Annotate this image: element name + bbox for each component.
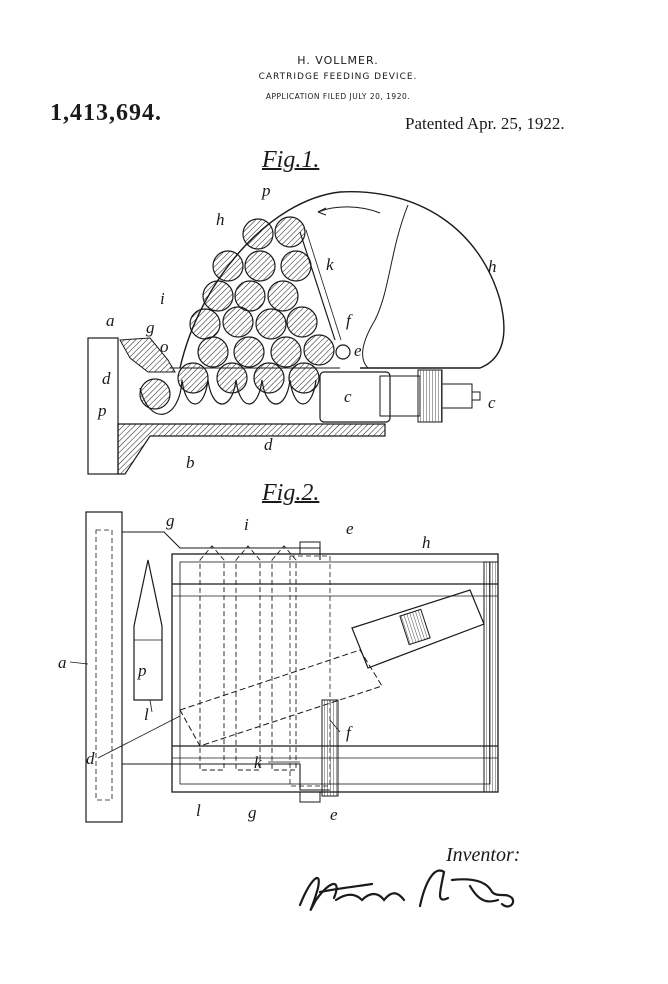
rotation-arrow <box>317 206 381 214</box>
ref-c: c <box>344 387 352 406</box>
cartridge-outline-3 <box>271 545 297 771</box>
ref-a2: a <box>58 653 67 672</box>
ref-a: a <box>106 311 115 330</box>
ref-h: h <box>216 210 225 229</box>
rail-g-bottom <box>122 763 330 791</box>
fig2-label: Fig.2. <box>262 480 320 506</box>
fig2-drawing <box>85 511 499 823</box>
ref-b: b <box>186 453 195 472</box>
fig1-label: Fig.1. <box>262 147 320 173</box>
support-a <box>87 337 119 475</box>
ref-k2: k <box>254 753 262 772</box>
ref-h3: h <box>422 533 431 552</box>
ref-g3: g <box>166 511 175 530</box>
fig2-reference-letters: g i e h a p l d f k l g e <box>58 511 431 824</box>
inventor-label: Inventor: <box>446 844 521 866</box>
fig2-leader-lines <box>69 661 341 763</box>
ref-d3: d <box>86 749 95 768</box>
pivot-e <box>335 344 351 360</box>
application-filed-date: APPLICATION FILED JULY 20, 1920. <box>265 92 411 101</box>
patent-date: Patented Apr. 25, 1922. <box>405 114 565 133</box>
housing-edge <box>362 204 409 369</box>
shaft-c <box>319 371 391 423</box>
ref-g4: g <box>248 803 257 822</box>
spring-k <box>299 231 336 341</box>
gear <box>417 369 443 423</box>
spring-f <box>321 699 339 797</box>
cartridge-p <box>133 559 163 701</box>
base-plate <box>117 423 386 475</box>
gear-fig2 <box>399 608 431 646</box>
ref-f2: f <box>346 723 353 742</box>
patent-title: CARTRIDGE FEEDING DEVICE. <box>258 72 418 82</box>
cartridge-outline-1 <box>199 545 225 771</box>
ref-l2: l <box>196 801 201 820</box>
ref-p: p <box>261 181 271 200</box>
ref-g: g <box>146 318 155 337</box>
ref-e2: e <box>346 519 354 538</box>
cartridge-stack <box>139 216 335 410</box>
guide-g <box>119 337 176 373</box>
ref-i2: i <box>244 515 249 534</box>
fig1-reference-letters: p h k h i f a g o e d p c c b d <box>97 181 497 472</box>
ref-p3: p <box>137 661 147 680</box>
ref-e: e <box>354 341 362 360</box>
ref-c2: c <box>488 393 496 412</box>
ref-l: l <box>144 705 149 724</box>
ref-e3: e <box>330 805 338 824</box>
ref-o: o <box>160 337 169 356</box>
feed-shaft <box>179 649 383 747</box>
cartridge-outline-2 <box>235 545 261 771</box>
support-a-side <box>85 511 123 823</box>
patent-number: 1,413,694. <box>50 100 162 126</box>
inventor-name: H. VOLLMER. <box>297 54 379 67</box>
inventor-signature <box>298 869 515 912</box>
ref-k: k <box>326 255 334 274</box>
ref-d2: d <box>264 435 273 454</box>
ref-d: d <box>102 369 111 388</box>
fig1-drawing <box>87 191 505 475</box>
ref-f: f <box>346 311 353 330</box>
ref-p2: p <box>97 401 107 420</box>
ref-i: i <box>160 289 165 308</box>
ref-h2: h <box>488 257 497 276</box>
